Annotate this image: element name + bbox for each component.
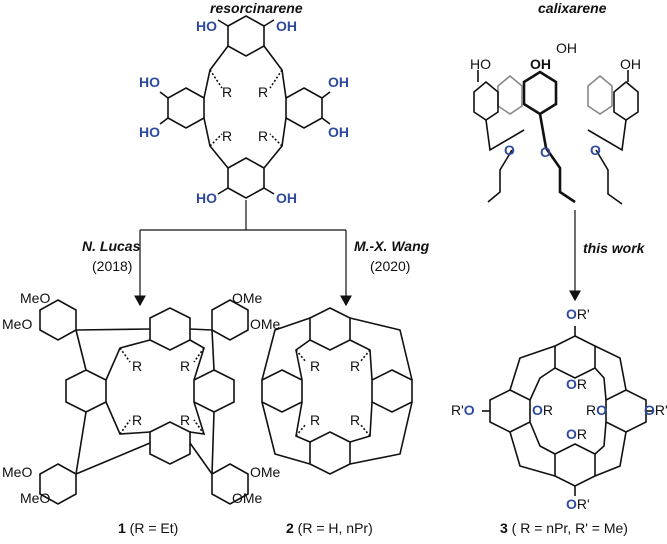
c1-r-4: R: [180, 412, 191, 428]
caption-compound-1: 1 (R = Et): [118, 520, 178, 536]
c3-or-prime-top: OR': [566, 306, 590, 322]
compound-3-structure: [482, 326, 654, 496]
resorcinarene-structure: [159, 15, 331, 199]
c3-r-prime-o-left: R'O: [451, 402, 475, 418]
c2-r-3: R: [310, 412, 321, 428]
resorcinarene-ho-left-bottom: HO: [139, 124, 160, 140]
calixarene-oh-back: OH: [556, 40, 577, 56]
c1-meo-4: MeO: [20, 490, 51, 506]
compound-1-structure: [39, 299, 249, 505]
route-wang-author: M.-X. Wang: [354, 238, 430, 254]
resorcinarene-oh-right-top: OH: [328, 74, 349, 90]
resorcinarene-oh-top-right: OH: [276, 18, 297, 34]
c1-ome-2: OMe: [250, 316, 281, 332]
calixarene-ho-left: HO: [470, 56, 491, 72]
caption-2-text: (R = H, nPr): [293, 520, 373, 536]
resorcinarene-ho-bottom-left: HO: [196, 190, 217, 206]
route-wang-year: (2020): [370, 258, 411, 274]
resorcinarene-ho-top-left: HO: [196, 18, 217, 34]
route-lucas-author: N. Lucas: [82, 238, 141, 254]
caption-3-number: 3: [500, 520, 508, 536]
c3-or-inner-top: OR: [566, 376, 588, 392]
route-lucas-year: (2018): [92, 258, 133, 274]
c2-r-1: R: [310, 358, 321, 374]
c1-ome-4: OMe: [232, 490, 263, 506]
c2-r-2: R: [350, 358, 361, 374]
c3-or-prime-right: OR': [644, 402, 667, 418]
c1-meo-1: MeO: [20, 290, 51, 306]
calixarene-oh-right: OH: [620, 56, 641, 72]
route-this-work: this work: [583, 240, 645, 256]
c1-meo-3: MeO: [2, 464, 33, 480]
c1-ome-1: OMe: [232, 290, 263, 306]
c1-r-1: R: [132, 358, 143, 374]
c3-or-inner-bottom: OR: [566, 426, 588, 442]
caption-1-text: (R = Et): [125, 520, 179, 536]
caption-3-text: ( R = nPr, R' = Me): [507, 520, 628, 536]
c2-r-4: R: [350, 412, 361, 428]
resorcinarene-title: resorcinarene: [210, 0, 303, 16]
c1-ome-3: OMe: [250, 464, 281, 480]
c1-meo-2: MeO: [2, 316, 33, 332]
caption-compound-2: 2 (R = H, nPr): [286, 520, 373, 536]
calixarene-o-3: O: [590, 142, 601, 158]
c3-or-prime-bottom: OR': [566, 496, 590, 512]
resorcinarene-r-4: R: [258, 128, 269, 144]
branch-arrows: [134, 200, 352, 307]
calixarene-oh-front: OH: [530, 56, 551, 72]
resorcinarene-r-1: R: [222, 84, 233, 100]
resorcinarene-oh-right-bottom: OH: [328, 124, 349, 140]
c3-ro-right: RO: [586, 402, 608, 418]
c1-r-3: R: [132, 412, 143, 428]
calixarene-o-1: O: [504, 142, 515, 158]
calixarene-structure: [473, 70, 639, 205]
caption-1-number: 1: [118, 520, 126, 536]
compound-2-structure: [261, 307, 413, 475]
calixarene-title: calixarene: [538, 0, 607, 16]
resorcinarene-ho-left-top: HO: [139, 74, 160, 90]
calixarene-o-2: O: [540, 144, 551, 160]
caption-2-number: 2: [286, 520, 294, 536]
c3-or-left: OR: [532, 402, 554, 418]
resorcinarene-r-3: R: [222, 128, 233, 144]
resorcinarene-r-2: R: [258, 84, 269, 100]
resorcinarene-oh-bottom-right: OH: [276, 190, 297, 206]
caption-compound-3: 3 ( R = nPr, R' = Me): [500, 520, 628, 536]
c1-r-2: R: [180, 358, 191, 374]
